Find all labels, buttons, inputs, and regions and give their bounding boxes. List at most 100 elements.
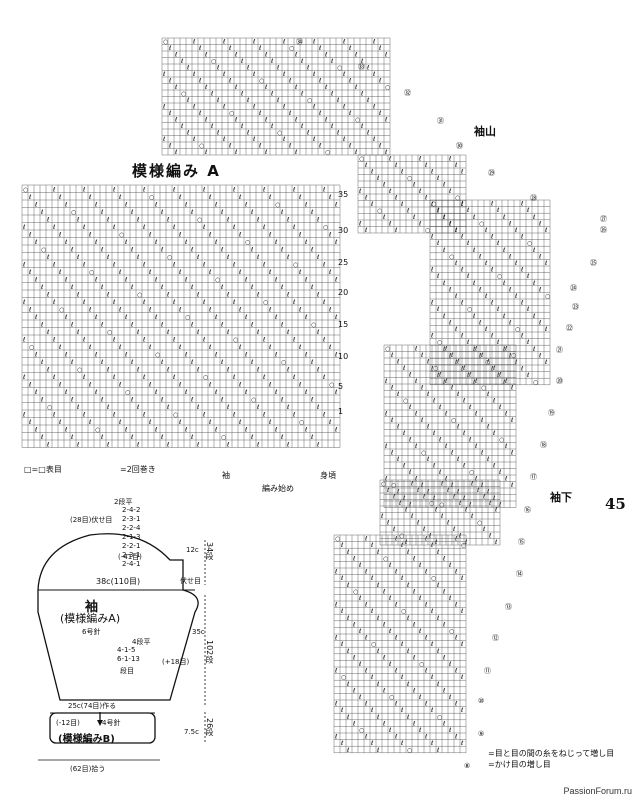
svg-text:ℓ: ℓ bbox=[142, 299, 145, 306]
svg-text:ℓ: ℓ bbox=[228, 45, 231, 52]
svg-text:ℓ: ℓ bbox=[474, 476, 477, 483]
svg-text:ℓ: ℓ bbox=[240, 91, 243, 98]
svg-text:ℓ: ℓ bbox=[174, 52, 177, 59]
svg-text:ℓ: ℓ bbox=[250, 209, 253, 216]
svg-text:ℓ: ℓ bbox=[148, 382, 151, 389]
svg-text:ℓ: ℓ bbox=[396, 391, 399, 398]
svg-text:ℓ: ℓ bbox=[436, 175, 439, 182]
svg-text:ℓ: ℓ bbox=[378, 45, 381, 52]
svg-text:ℓ: ℓ bbox=[360, 123, 363, 130]
svg-text:ℓ: ℓ bbox=[192, 71, 195, 78]
svg-text:ℓ: ℓ bbox=[240, 123, 243, 130]
svg-text:ℓ: ℓ bbox=[358, 188, 361, 195]
svg-text:ℓ: ℓ bbox=[118, 382, 121, 389]
svg-text:ℓ: ℓ bbox=[180, 123, 183, 130]
svg-text:ℓ: ℓ bbox=[388, 156, 391, 163]
svg-text:ℓ: ℓ bbox=[172, 262, 175, 269]
svg-text:ℓ: ℓ bbox=[238, 307, 241, 314]
svg-text:ℓ: ℓ bbox=[312, 39, 315, 46]
svg-text:ℓ: ℓ bbox=[298, 232, 301, 239]
svg-text:ℓ: ℓ bbox=[424, 162, 427, 169]
svg-text:○: ○ bbox=[263, 299, 268, 306]
svg-text:ℓ: ℓ bbox=[196, 329, 199, 336]
svg-text:ℓ: ℓ bbox=[304, 352, 307, 359]
svg-text:ℓ: ℓ bbox=[316, 254, 319, 261]
svg-text:ℓ: ℓ bbox=[462, 398, 465, 405]
svg-text:ℓ: ℓ bbox=[354, 84, 357, 91]
svg-text:ℓ: ℓ bbox=[424, 195, 427, 202]
svg-text:ℓ: ℓ bbox=[452, 494, 455, 501]
svg-text:○: ○ bbox=[533, 379, 538, 386]
svg-text:ℓ: ℓ bbox=[184, 389, 187, 396]
svg-text:ℓ: ℓ bbox=[292, 224, 295, 231]
svg-text:ℓ: ℓ bbox=[142, 412, 145, 419]
svg-text:ℓ: ℓ bbox=[300, 58, 303, 65]
svg-text:○: ○ bbox=[399, 533, 404, 540]
svg-text:ℓ: ℓ bbox=[466, 240, 469, 247]
svg-text:ℓ: ℓ bbox=[202, 412, 205, 419]
svg-text:ℓ: ℓ bbox=[318, 45, 321, 52]
svg-text:ℓ: ℓ bbox=[46, 442, 49, 449]
svg-text:ℓ: ℓ bbox=[238, 344, 241, 351]
svg-text:ℓ: ℓ bbox=[292, 337, 295, 344]
svg-text:ℓ: ℓ bbox=[112, 337, 115, 344]
svg-text:ℓ: ℓ bbox=[448, 221, 451, 228]
svg-text:ℓ: ℓ bbox=[216, 65, 219, 72]
svg-text:ℓ: ℓ bbox=[352, 654, 355, 661]
svg-text:○: ○ bbox=[245, 239, 250, 246]
svg-text:ℓ: ℓ bbox=[520, 333, 523, 340]
svg-text:○: ○ bbox=[215, 277, 220, 284]
svg-text:ℓ: ℓ bbox=[154, 239, 157, 246]
svg-text:ℓ: ℓ bbox=[466, 339, 469, 346]
svg-text:ℓ: ℓ bbox=[448, 727, 451, 734]
svg-text:ℓ: ℓ bbox=[460, 169, 463, 176]
svg-text:ℓ: ℓ bbox=[460, 234, 463, 241]
label-sleeve-under: 袖下 bbox=[550, 491, 572, 504]
svg-text:ℓ: ℓ bbox=[442, 182, 445, 189]
svg-text:ℓ: ℓ bbox=[112, 187, 115, 194]
svg-text:ℓ: ℓ bbox=[472, 247, 475, 254]
svg-text:ℓ: ℓ bbox=[426, 456, 429, 463]
svg-text:○: ○ bbox=[359, 727, 364, 734]
svg-text:ℓ: ℓ bbox=[334, 239, 337, 246]
svg-text:ℓ: ℓ bbox=[436, 306, 439, 313]
svg-text:ℓ: ℓ bbox=[106, 367, 109, 374]
svg-text:ℓ: ℓ bbox=[450, 482, 453, 489]
svg-text:ℓ: ℓ bbox=[264, 84, 267, 91]
svg-text:ℓ: ℓ bbox=[418, 562, 421, 569]
svg-text:ℓ: ℓ bbox=[222, 136, 225, 143]
svg-text:ℓ: ℓ bbox=[136, 254, 139, 261]
svg-text:ℓ: ℓ bbox=[282, 39, 285, 46]
svg-text:ℓ: ℓ bbox=[316, 292, 319, 299]
svg-text:ℓ: ℓ bbox=[184, 277, 187, 284]
svg-text:ℓ: ℓ bbox=[28, 194, 31, 201]
svg-text:ℓ: ℓ bbox=[300, 91, 303, 98]
svg-text:ℓ: ℓ bbox=[422, 526, 425, 533]
inc-row-1: 6-1-13 bbox=[117, 655, 140, 663]
svg-text:ℓ: ℓ bbox=[526, 273, 529, 280]
svg-text:ℓ: ℓ bbox=[434, 507, 437, 514]
svg-text:ℓ: ℓ bbox=[310, 247, 313, 254]
svg-text:ℓ: ℓ bbox=[406, 714, 409, 721]
svg-text:ℓ: ℓ bbox=[388, 661, 391, 668]
row-marker-5: ㉙ bbox=[488, 169, 495, 177]
svg-text:ℓ: ℓ bbox=[384, 411, 387, 418]
svg-text:ℓ: ℓ bbox=[498, 502, 501, 509]
svg-text:ℓ: ℓ bbox=[450, 352, 453, 359]
svg-text:ℓ: ℓ bbox=[22, 337, 25, 344]
svg-text:○: ○ bbox=[371, 641, 376, 648]
svg-text:○: ○ bbox=[545, 293, 550, 300]
svg-text:ℓ: ℓ bbox=[52, 187, 55, 194]
cap-row-4: 2-2-1 bbox=[122, 542, 141, 550]
svg-text:ℓ: ℓ bbox=[462, 495, 465, 502]
svg-text:ℓ: ℓ bbox=[340, 575, 343, 582]
svg-text:ℓ: ℓ bbox=[408, 502, 411, 509]
svg-text:ℓ: ℓ bbox=[246, 130, 249, 137]
svg-text:ℓ: ℓ bbox=[420, 352, 423, 359]
svg-text:ℓ: ℓ bbox=[448, 286, 451, 293]
svg-text:○: ○ bbox=[419, 661, 424, 668]
svg-text:ℓ: ℓ bbox=[358, 628, 361, 635]
svg-text:ℓ: ℓ bbox=[178, 307, 181, 314]
svg-text:ℓ: ℓ bbox=[472, 313, 475, 320]
